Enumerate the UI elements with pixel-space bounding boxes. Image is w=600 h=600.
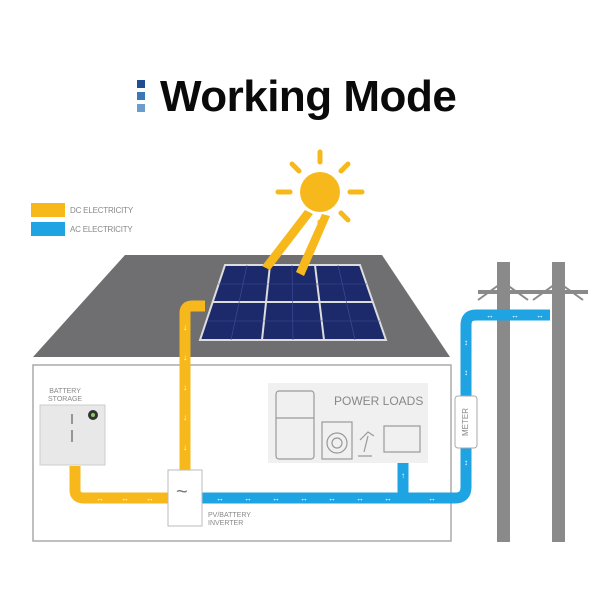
svg-text:↔: ↔	[356, 494, 364, 503]
svg-text:↔: ↔	[146, 494, 154, 503]
inverter-label-line2: INVERTER	[208, 520, 244, 527]
svg-text:↔: ↔	[244, 494, 252, 503]
svg-text:↔: ↔	[272, 494, 280, 503]
power-loads-panel	[268, 383, 428, 463]
page-title: Working Mode	[160, 72, 457, 121]
tv-icon	[383, 425, 421, 453]
svg-text:↓: ↓	[183, 353, 187, 362]
svg-text:↔: ↔	[96, 494, 104, 503]
svg-text:↓: ↓	[183, 383, 187, 392]
svg-text:↔: ↔	[536, 311, 544, 320]
svg-text:↔: ↔	[384, 494, 392, 503]
meter-box	[454, 395, 478, 449]
washing-machine-icon	[321, 421, 353, 460]
inverter-symbol: ~	[176, 481, 188, 503]
power-loads-label: POWER LOADS	[334, 394, 424, 408]
battery-storage-icon	[39, 404, 106, 466]
meter-label: METER	[461, 408, 470, 436]
title-bullet-icon	[137, 92, 145, 100]
svg-text:↔: ↔	[216, 494, 224, 503]
inverter-label-line1: PV/BATTERY	[208, 512, 251, 519]
svg-text:↔: ↔	[328, 494, 336, 503]
title-bullet-icon	[137, 104, 145, 112]
svg-text:↕: ↕	[464, 338, 468, 347]
svg-text:↑: ↑	[401, 471, 405, 480]
solar-panel	[198, 264, 388, 341]
svg-text:↔: ↔	[511, 311, 519, 320]
svg-text:↓: ↓	[183, 413, 187, 422]
battery-label-line1: BATTERY	[49, 388, 81, 395]
svg-text:↔: ↔	[121, 494, 129, 503]
svg-text:↓: ↓	[183, 323, 187, 332]
svg-text:↔: ↔	[300, 494, 308, 503]
legend-swatch-dc	[31, 203, 65, 217]
sun-icon	[262, 149, 365, 276]
battery-label-line2: STORAGE	[48, 396, 83, 403]
battery-label: BATTERY STORAGE	[48, 388, 82, 404]
svg-text:↔: ↔	[428, 494, 436, 503]
svg-text:↕: ↕	[464, 368, 468, 377]
utility-poles	[477, 262, 588, 542]
legend-label-dc: DC ELECTRICITY	[70, 206, 133, 215]
legend-swatch-ac	[31, 222, 65, 236]
inverter-box	[167, 469, 203, 527]
title-bullet-icon	[137, 80, 145, 88]
svg-text:↓: ↓	[183, 443, 187, 452]
fridge-icon	[275, 390, 315, 460]
dc-electricity-line	[69, 300, 205, 504]
lamp-icon	[358, 431, 375, 457]
svg-text:↔: ↔	[486, 311, 494, 320]
flow-arrows: ↓ ↓ ↓ ↓ ↓ ↔ ↔ ↔ ↔ ↔ ↔ ↔ ↔ ↔ ↔ ↔ ↑ ↕ ↕ ↕ ↔ ↔ ↔	[96, 311, 544, 503]
inverter-label: PV/BATTERY INVERTER	[208, 512, 251, 528]
legend-label-ac: AC ELECTRICITY	[70, 225, 133, 234]
svg-text:↕: ↕	[464, 458, 468, 467]
